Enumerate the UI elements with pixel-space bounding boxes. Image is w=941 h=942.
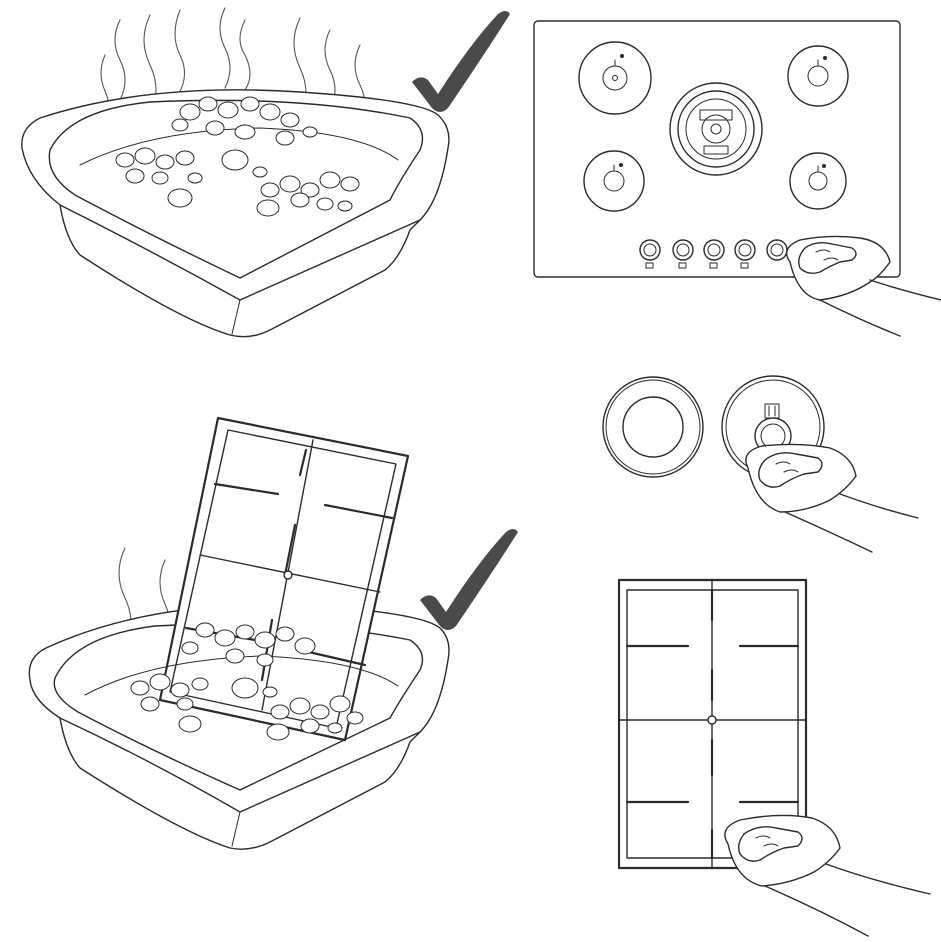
basin — [22, 90, 449, 337]
panel-wipe-hob-surface — [534, 21, 941, 336]
hand-with-cloth-icon-3 — [725, 815, 930, 936]
panel-wipe-pan-support — [619, 580, 930, 936]
hand-with-cloth-icon-2 — [746, 444, 918, 552]
panel-soak-pan-support — [29, 418, 518, 849]
panel-basin-soapy-water — [22, 8, 510, 337]
checkmark-icon-2 — [420, 529, 518, 630]
panel-wipe-burner-caps — [603, 376, 918, 552]
checkmark-icon — [412, 11, 510, 112]
burner-cap-plain — [603, 377, 703, 477]
hand-with-cloth-icon — [787, 236, 941, 336]
